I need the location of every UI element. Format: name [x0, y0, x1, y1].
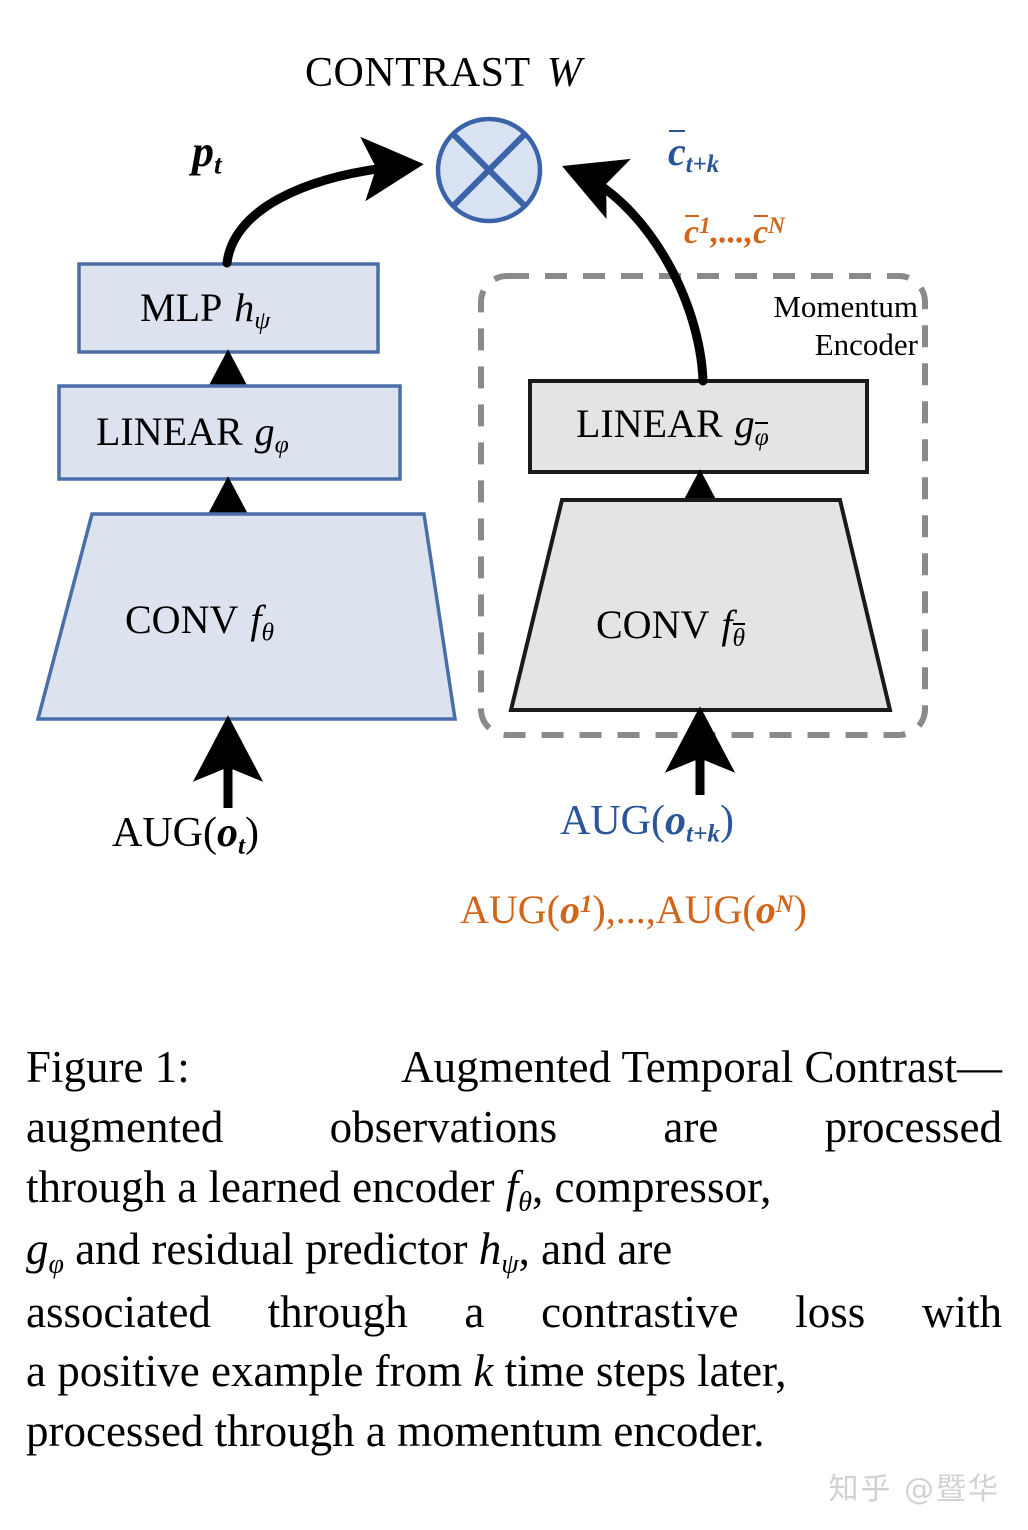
caption-line-3-b: , compressor, [532, 1161, 772, 1212]
circled-cross-icon [435, 116, 543, 224]
curve-cbar-to-contrast [561, 158, 708, 386]
conv-trapezoid [35, 512, 458, 721]
cbar-negatives-label: c1,...,cN [684, 213, 785, 251]
aug-neg-var-1: o [559, 887, 580, 932]
aug-neg-prefix-2: AUG( [655, 887, 756, 932]
aug-neg-suffix-1: ) [592, 887, 606, 932]
conv-name: CONV [125, 597, 239, 642]
pt-subscript: t [214, 149, 222, 180]
aug-neg-sup-last: N [775, 891, 794, 919]
momentum-encoder-line2: Encoder [814, 326, 918, 362]
aug-neg-sup-first: 1 [579, 891, 593, 919]
cbar-tplusk-subscript: t+k [685, 150, 720, 178]
momentum-conv-function-subscript-bar: θ [732, 622, 746, 652]
caption-line-5: associated through a contrastive loss wi… [26, 1283, 1002, 1343]
caption-compressor-subscript: φ [48, 1248, 64, 1280]
linear-function-subscript: φ [274, 429, 289, 459]
caption-line-7: processed through a momentum encoder. [26, 1402, 1002, 1462]
cbar-tplusk-label: ct+k [668, 129, 720, 178]
caption-k-symbol: k [473, 1346, 494, 1397]
cbar-first-overline: c [684, 213, 700, 251]
aug-ot-label: AUG(ot) [112, 812, 259, 859]
aug-neg-separator: ,..., [605, 887, 656, 932]
mlp-name: MLP [140, 285, 223, 330]
caption-predictor-subscript: ψ [501, 1248, 519, 1280]
aug-ot-subscript: t [237, 832, 245, 860]
cbar-first-superscript: 1 [699, 213, 711, 239]
caption-line-5-text: associated through a contrastive loss wi… [26, 1286, 1002, 1337]
momentum-linear-name: LINEAR [576, 401, 723, 446]
caption-line-6-a: a positive example from [26, 1346, 474, 1397]
aug-otplusk-subscript: t+k [685, 820, 720, 848]
pt-label: pt [192, 127, 222, 180]
aug-ot-suffix: ) [244, 810, 259, 856]
contrast-weight-symbol: W [546, 50, 583, 96]
momentum-conv-trapezoid [508, 498, 893, 712]
momentum-linear-function-subscript-bar: φ [754, 421, 769, 451]
figure-caption: Figure 1: Augmented Temporal Contrast— a… [26, 1038, 1002, 1462]
aug-ot-var: o [216, 810, 238, 856]
conv-function-subscript: θ [261, 617, 275, 647]
aug-neg-prefix-1: AUG( [460, 887, 560, 932]
caption-encoder-subscript: θ [518, 1186, 532, 1218]
diagram-canvas [35, 116, 928, 808]
aug-negatives-label: AUG(o1),...,AUG(oN) [460, 890, 807, 930]
caption-line-4-a: and residual predictor [63, 1224, 479, 1275]
aug-otplusk-prefix: AUG( [560, 798, 665, 844]
caption-line-3-a: through a learned encoder [26, 1161, 506, 1212]
caption-line-6-b: time steps later, [493, 1346, 787, 1397]
momentum-conv-name: CONV [596, 602, 710, 647]
caption-encoder-symbol: f [505, 1161, 519, 1212]
caption-predictor-symbol: h [478, 1224, 502, 1275]
momentum-linear-function: g [734, 401, 755, 446]
caption-line-2: augmented observations are processed [26, 1098, 1002, 1158]
momentum-encoder-line1: Momentum [773, 289, 918, 324]
aug-otplusk-label: AUG(ot+k) [560, 800, 734, 847]
caption-line-7-text: processed through a momentum encoder. [26, 1406, 765, 1457]
caption-line-1-rest: Augmented Temporal Contrast— [401, 1042, 1002, 1092]
mlp-function: h [234, 285, 255, 330]
caption-line-6: a positive example from k time steps lat… [26, 1342, 1002, 1402]
caption-line-4-b: , and are [518, 1224, 673, 1275]
cbar-last-overline: c [753, 213, 769, 251]
aug-ot-prefix: AUG( [112, 810, 217, 856]
momentum-conv-function: f [721, 602, 733, 647]
aug-neg-suffix-2: ) [793, 887, 807, 932]
watermark: 知乎 @暨华 [828, 1472, 1000, 1507]
caption-compressor-symbol: g [26, 1224, 49, 1275]
aug-neg-var-2: o [755, 887, 776, 932]
linear-function: g [254, 409, 275, 454]
cbar-overline: c [668, 129, 686, 174]
aug-otplusk-var: o [664, 798, 686, 844]
caption-line-2-text: augmented observations are processed [26, 1101, 1002, 1152]
cbar-separator: ,..., [710, 213, 754, 251]
momentum-linear-box [528, 379, 869, 474]
aug-otplusk-suffix: ) [719, 798, 734, 844]
conv-function: f [250, 597, 262, 642]
linear-name: LINEAR [96, 409, 243, 454]
caption-figure-label: Figure 1: [26, 1042, 190, 1092]
caption-line-4: gφ and residual predictor hψ, and are [26, 1220, 1002, 1282]
caption-line-3: through a learned encoder fθ, compressor… [26, 1158, 1002, 1220]
cbar-last-superscript: N [768, 213, 785, 239]
curve-pt-to-contrast [222, 136, 424, 268]
caption-line-1: Figure 1: Augmented Temporal Contrast— [26, 1038, 1002, 1098]
mlp-function-subscript: ψ [254, 305, 271, 335]
